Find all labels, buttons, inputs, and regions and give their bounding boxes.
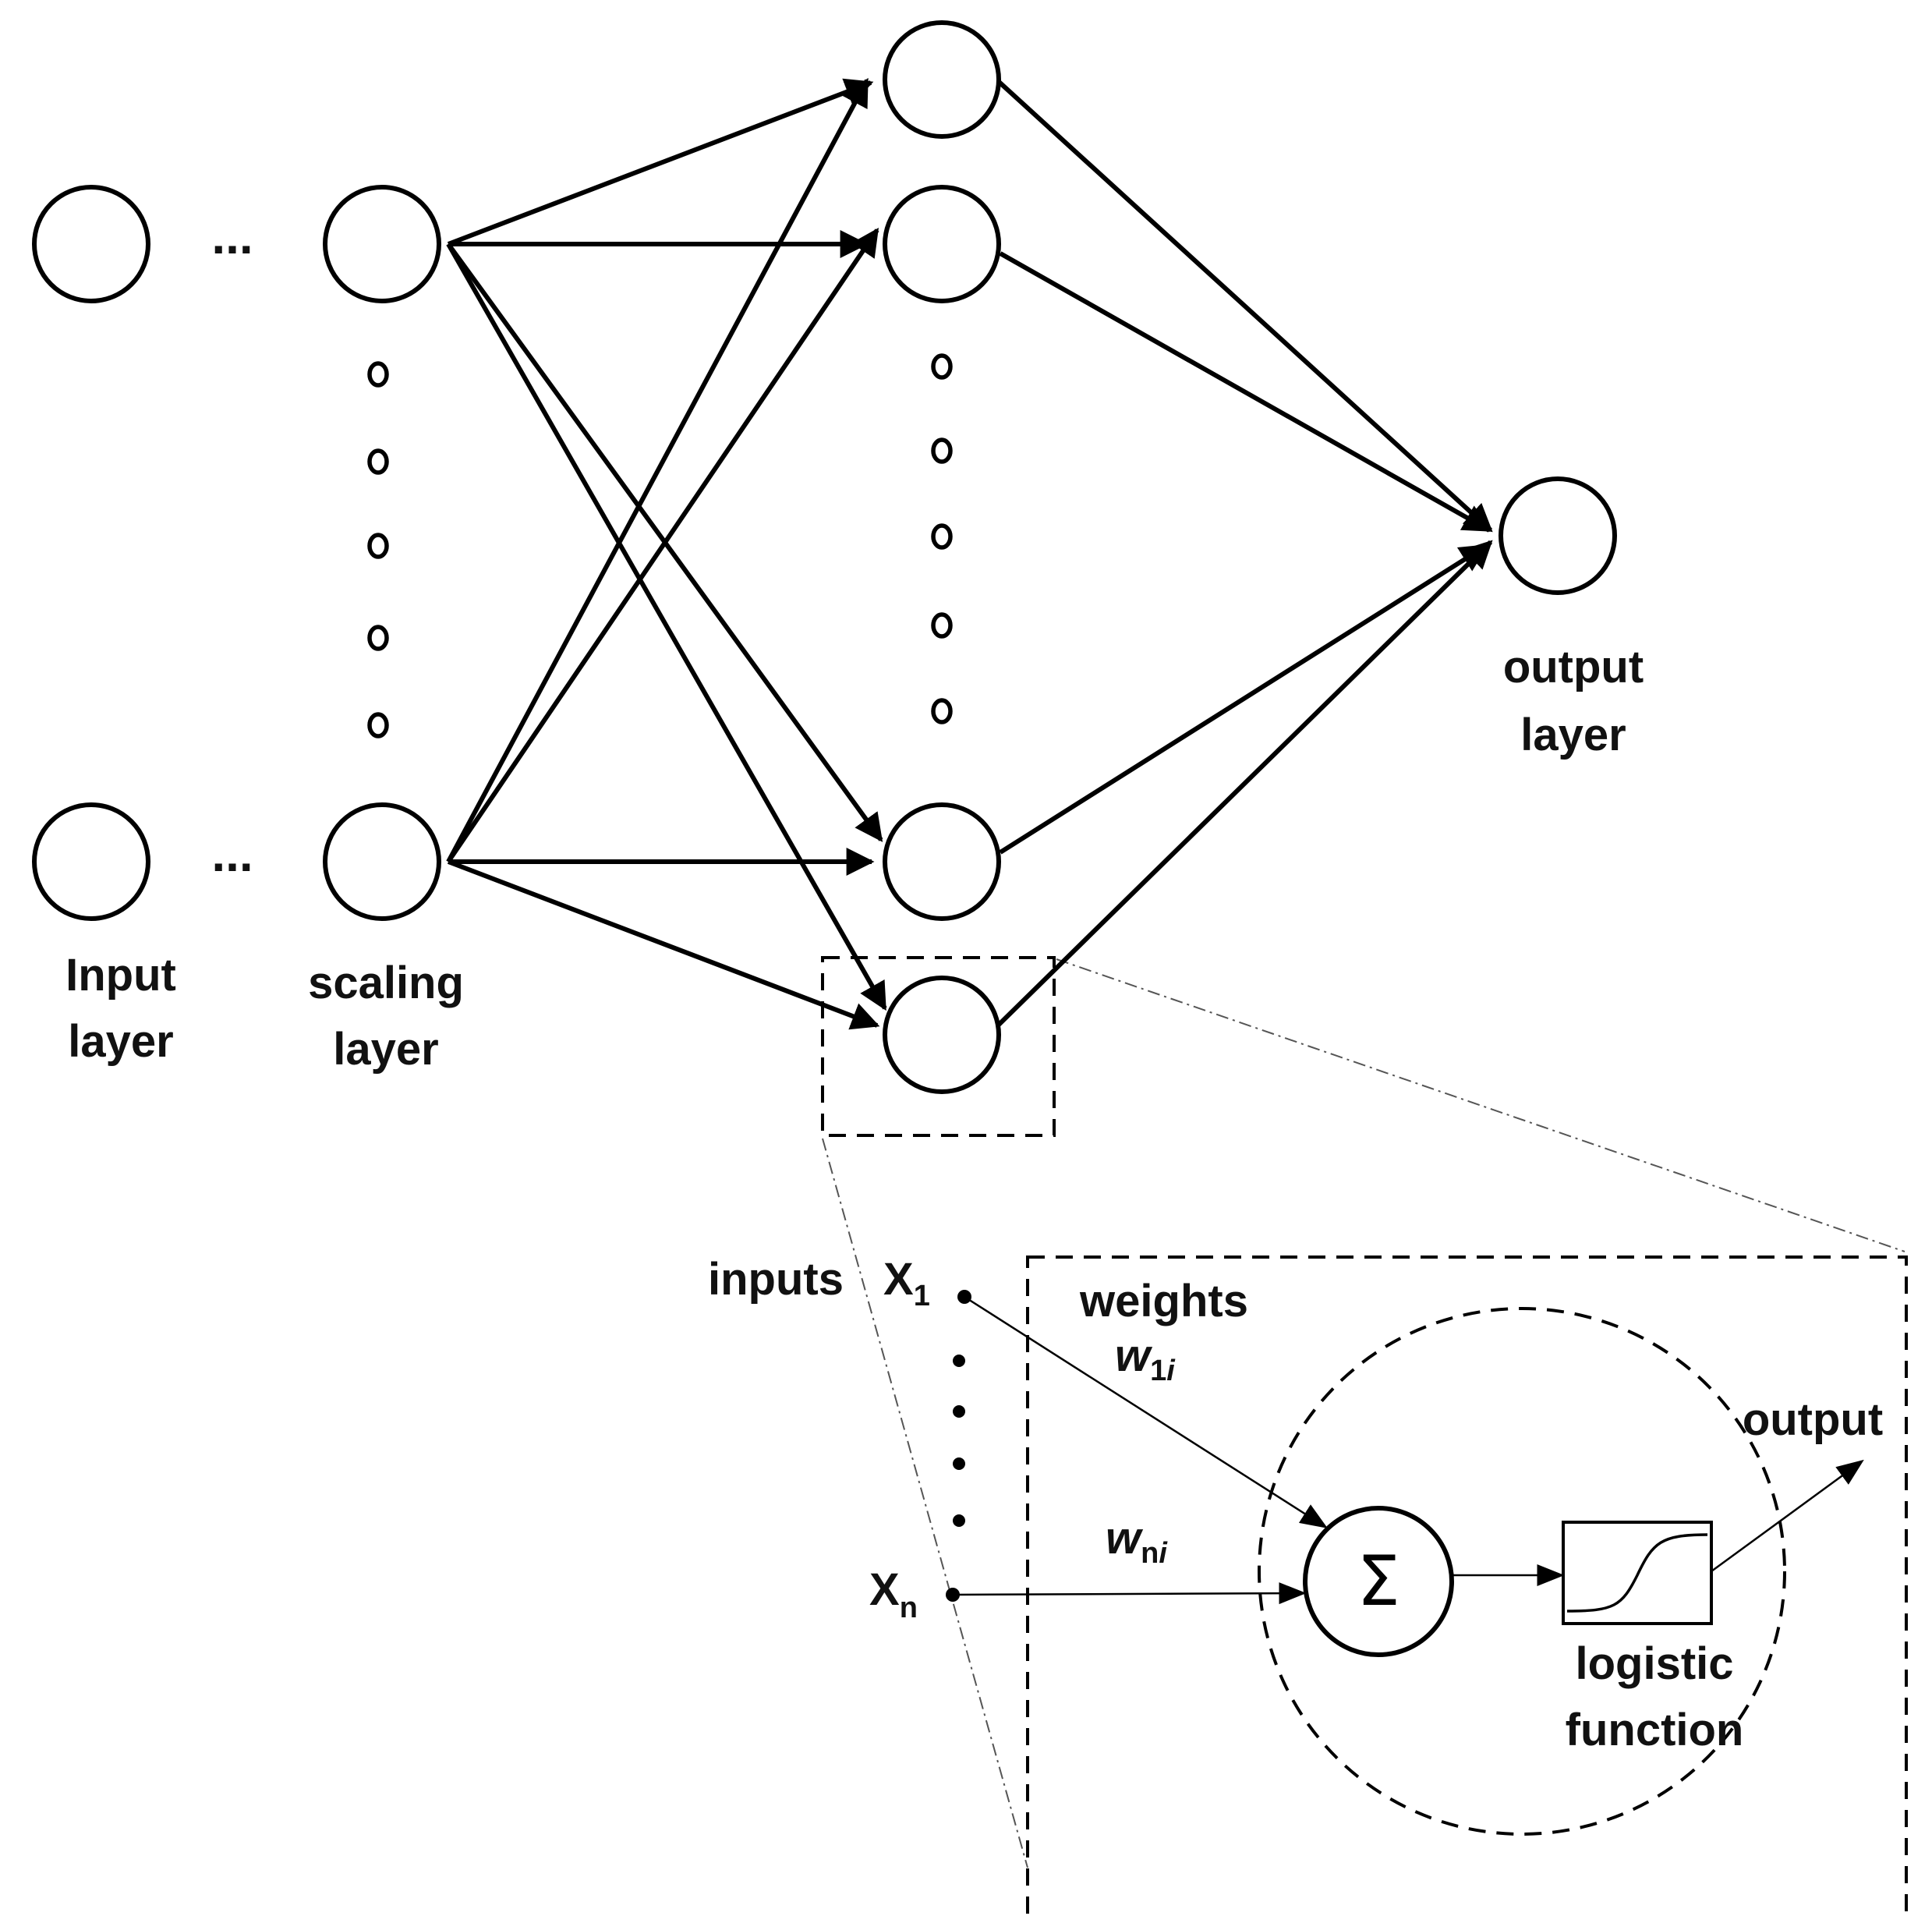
scaling-layer-label-line2: layer — [333, 1024, 438, 1075]
vertical-dot — [953, 1457, 965, 1470]
edge-s1-h1 — [447, 78, 874, 246]
weight-arrow-w1 — [964, 1295, 1328, 1528]
ellipsis-ring — [931, 523, 953, 550]
edge-h3-o — [999, 544, 1489, 855]
neuron-detail-box — [1026, 1255, 1908, 1916]
ellipsis-ring — [367, 361, 389, 388]
neuron-boundary-circle — [1258, 1307, 1786, 1836]
ellipsis-ring — [367, 448, 389, 475]
ellipsis-bottom: ... — [211, 826, 253, 882]
weight-arrow-wn — [952, 1582, 1307, 1605]
summation-node — [1303, 1506, 1454, 1657]
vertical-dot — [953, 1514, 965, 1527]
hidden-layer — [883, 20, 1001, 1094]
logistic-function-label-line2: function — [1566, 1705, 1744, 1755]
sigmoid-curve-icon — [1566, 1533, 1708, 1613]
vertical-dot — [953, 1405, 965, 1418]
input-neuron-bottom — [32, 802, 150, 921]
hidden-neuron-2 — [883, 185, 1001, 303]
wni-label: wni — [1106, 1513, 1168, 1570]
edge-h4-o — [996, 540, 1493, 1028]
zoom-connector-left — [822, 1138, 1028, 1868]
ellipsis-ring — [367, 712, 389, 738]
ellipsis-ring — [931, 698, 953, 724]
output-layer — [1499, 476, 1617, 595]
output-label: output — [1743, 1394, 1883, 1445]
ellipsis-ring — [931, 612, 953, 639]
logistic-function-box — [1562, 1521, 1713, 1625]
sigma-symbol: Σ — [1357, 1541, 1400, 1621]
zoom-source-box — [821, 956, 1056, 1137]
input-layer — [32, 185, 150, 921]
ellipsis-ring — [931, 437, 953, 464]
scaling-neuron-top — [323, 185, 441, 303]
input-layer-label-line2: layer — [68, 1016, 173, 1067]
ellipsis-ring — [367, 625, 389, 651]
inputs-label: inputs — [708, 1254, 844, 1305]
x1-label: X1 — [883, 1254, 930, 1312]
hidden-to-output-edges — [994, 77, 1493, 1028]
hidden-neuron-3 — [883, 802, 1001, 921]
scaling-to-hidden-edges — [446, 77, 887, 1030]
edge-h1-o — [994, 77, 1493, 533]
vertical-dot — [953, 1355, 965, 1367]
ellipsis-top: ... — [211, 208, 253, 264]
ellipsis-ring — [367, 533, 389, 559]
edge-s2-h1 — [446, 77, 869, 863]
scaling-layer — [323, 185, 441, 921]
edge-h2-o — [999, 251, 1492, 533]
hidden-layer-ellipsis — [931, 353, 953, 724]
scaling-layer-ellipsis — [367, 361, 389, 738]
hidden-neuron-1 — [883, 20, 1001, 139]
w1i-label: w1i — [1115, 1330, 1176, 1387]
output-layer-label-line1: output — [1503, 642, 1644, 692]
zoom-connector-right — [1056, 958, 1905, 1252]
output-neuron — [1499, 476, 1617, 595]
edge-s2-h2 — [446, 228, 879, 863]
output-arrow — [1711, 1459, 1864, 1573]
input-neuron-top — [32, 185, 150, 303]
weights-label: weights — [1079, 1276, 1248, 1326]
hidden-neuron-4 — [883, 976, 1001, 1094]
input-layer-label-line1: Input — [65, 950, 176, 1000]
xn-label: Xn — [869, 1564, 918, 1624]
scaling-layer-label-line1: scaling — [308, 958, 464, 1008]
edge-s2-h4 — [447, 859, 880, 1030]
edge-s1-h4 — [446, 243, 887, 1011]
ellipsis-ring — [931, 353, 953, 380]
scaling-neuron-bottom — [323, 802, 441, 921]
output-layer-label-line2: layer — [1520, 710, 1626, 760]
input-dots-ellipsis — [953, 1355, 965, 1527]
logistic-function-label-line1: logistic — [1575, 1638, 1733, 1689]
